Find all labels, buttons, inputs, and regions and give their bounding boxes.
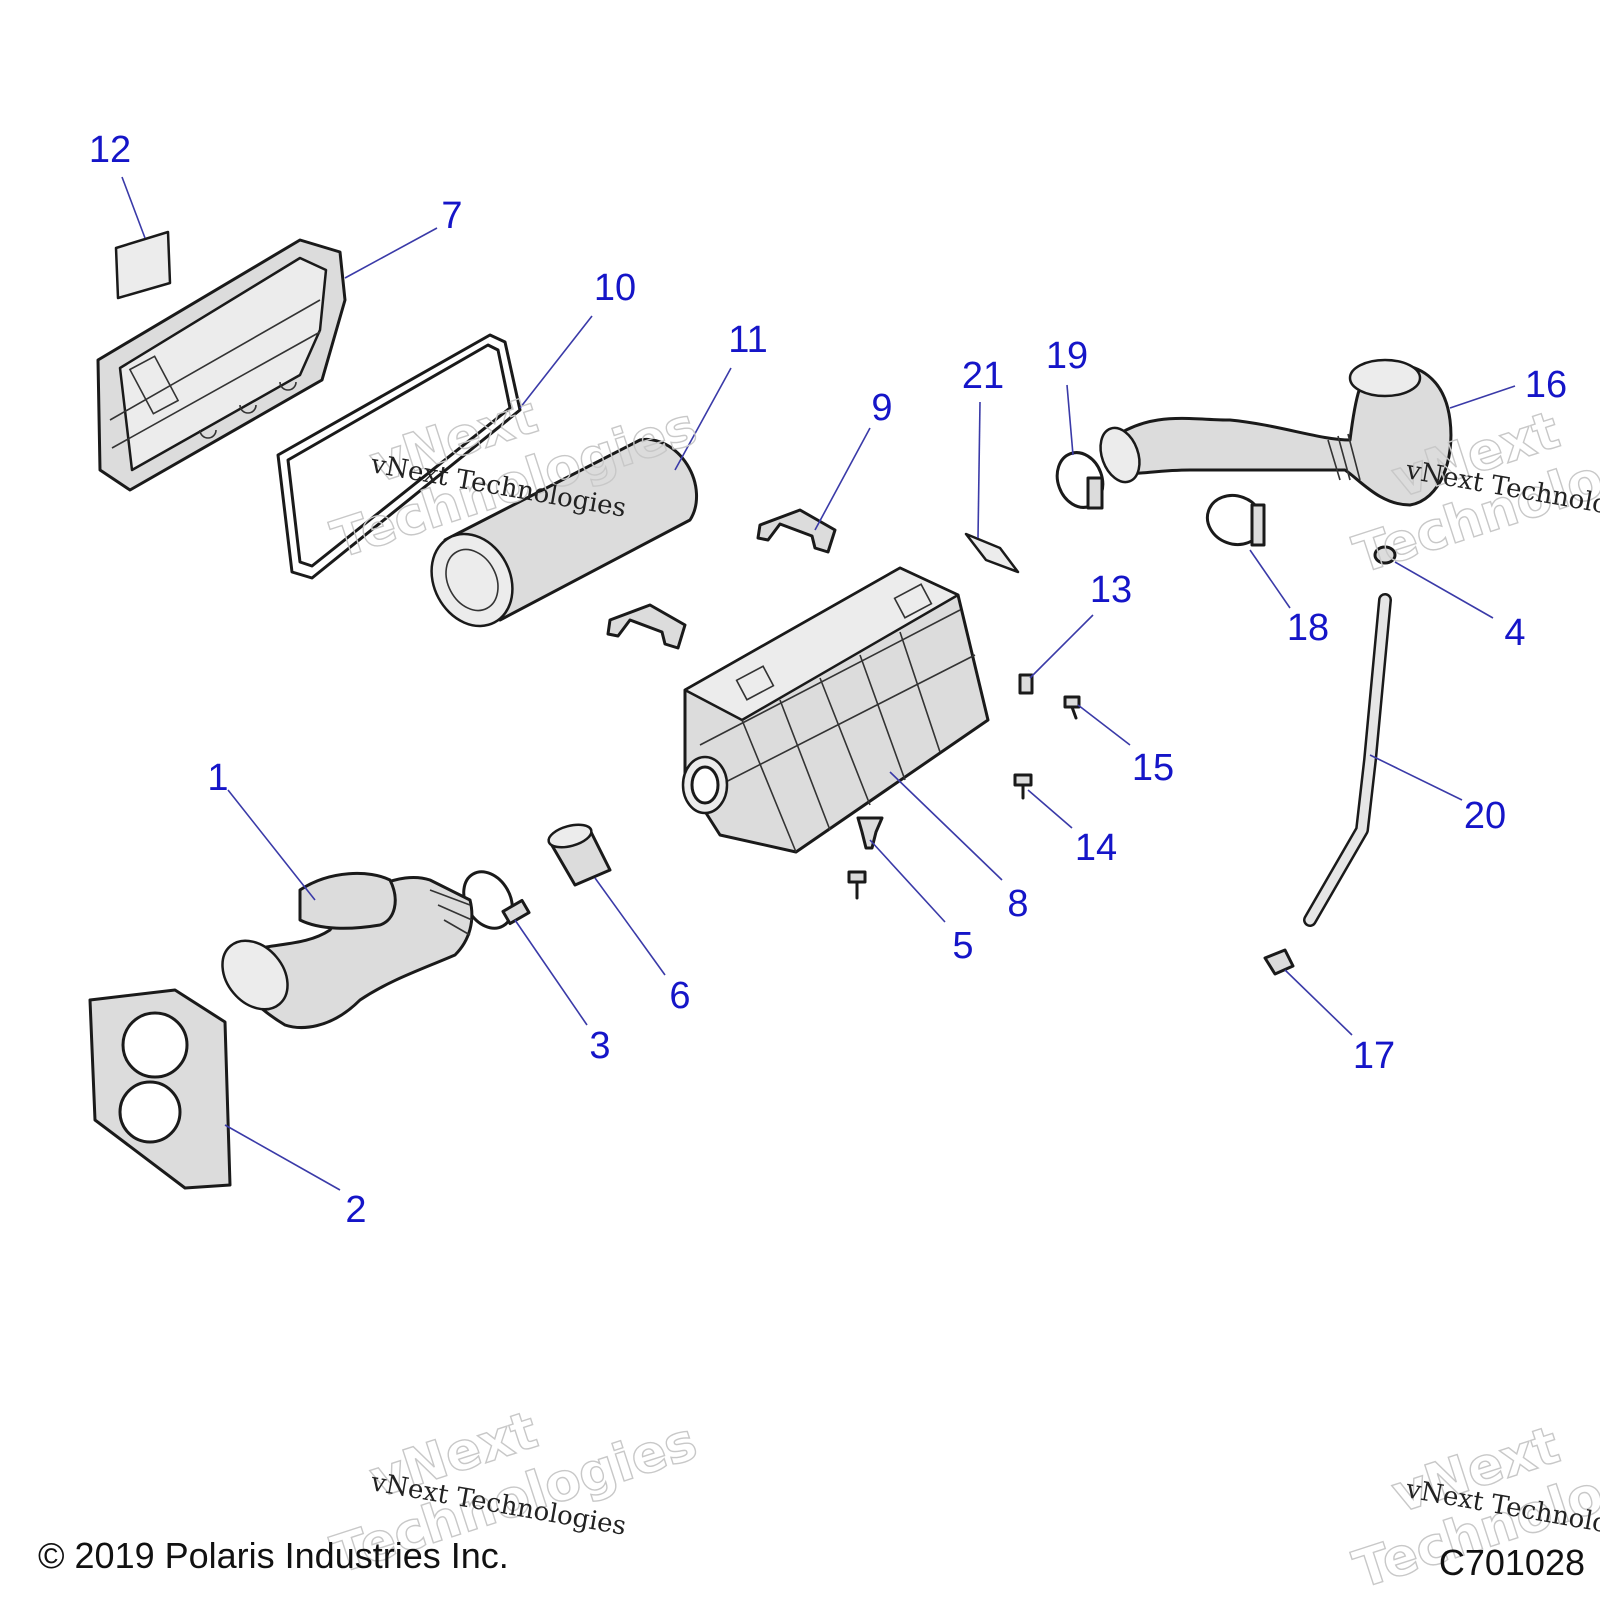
leader-2	[224, 1124, 341, 1191]
callout-15: 15	[1132, 747, 1174, 789]
leader-4	[1394, 561, 1494, 619]
part-20-drain-tube	[1303, 593, 1392, 927]
part-13-clip	[1018, 673, 1034, 695]
leader-11	[674, 367, 732, 471]
leader-5	[869, 839, 946, 923]
leader-21	[977, 401, 981, 539]
copyright-text: © 2019 Polaris Industries Inc.	[38, 1535, 509, 1576]
callout-6: 6	[669, 975, 690, 1017]
callout-1: 1	[207, 757, 228, 799]
part-12-decal	[114, 230, 172, 300]
part-2-panel	[88, 988, 232, 1190]
leader-lines	[121, 176, 1516, 1191]
part-5-grommet	[856, 816, 884, 850]
leader-10	[519, 315, 593, 409]
leader-16	[1449, 385, 1516, 409]
leader-15	[1077, 704, 1131, 746]
leader-1	[227, 789, 316, 901]
callout-9: 9	[871, 387, 892, 429]
leader-9	[814, 427, 871, 531]
part-8-airbox	[681, 566, 990, 854]
part-4-cap	[1373, 545, 1397, 565]
leader-19	[1066, 384, 1074, 456]
part-17-clip	[1263, 948, 1295, 976]
leader-17	[1284, 969, 1353, 1036]
callout-14: 14	[1075, 827, 1117, 869]
callout-8: 8	[1007, 883, 1028, 925]
callout-17: 17	[1353, 1035, 1395, 1077]
leader-6	[594, 877, 666, 976]
leader-20	[1369, 754, 1463, 801]
diagram-code: C701028	[1439, 1542, 1585, 1583]
part-5-bolt	[847, 870, 867, 900]
part-18-clamp	[1205, 493, 1266, 547]
callout-12: 12	[89, 129, 131, 171]
part-9-bracket-lower	[606, 603, 687, 650]
part-1-intake-duct	[221, 871, 474, 1029]
callout-3: 3	[589, 1025, 610, 1067]
callout-21: 21	[962, 355, 1004, 397]
callout-19: 19	[1046, 335, 1088, 377]
part-16-outlet-duct	[1099, 358, 1453, 507]
leader-12	[121, 176, 146, 239]
part-7-airbox-cover	[96, 238, 347, 492]
part-15-bolt	[1063, 695, 1081, 720]
callout-16: 16	[1525, 364, 1567, 406]
leader-14	[1027, 789, 1073, 829]
callout-13: 13	[1090, 569, 1132, 611]
part-19-clamp	[1055, 451, 1105, 510]
part-21-strip	[964, 532, 1020, 574]
callout-2: 2	[345, 1189, 366, 1231]
part-6-coupler	[547, 823, 612, 887]
callout-20: 20	[1464, 795, 1506, 837]
part-10-gasket	[276, 333, 522, 580]
callout-18: 18	[1287, 607, 1329, 649]
callout-4: 4	[1504, 612, 1525, 654]
leader-13	[1029, 614, 1094, 679]
leader-8	[889, 771, 1003, 881]
leader-18	[1249, 549, 1291, 609]
callout-7: 7	[441, 195, 462, 237]
part-9-bracket-upper	[756, 508, 837, 554]
callout-5: 5	[952, 925, 973, 967]
leader-7	[344, 227, 438, 279]
callout-10: 10	[594, 267, 636, 309]
callout-11: 11	[728, 319, 767, 361]
leader-3	[514, 919, 588, 1026]
part-14-bolt	[1013, 773, 1033, 800]
part-11-air-filter	[430, 437, 699, 628]
